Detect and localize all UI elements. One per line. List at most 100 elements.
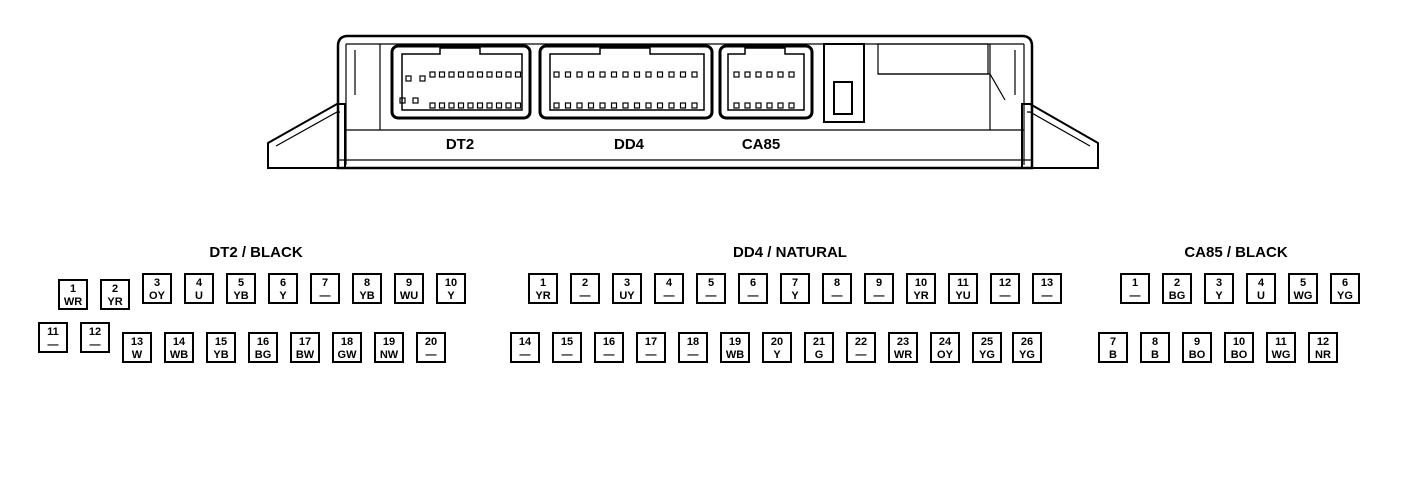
pin-number: 17	[644, 336, 658, 348]
wire-color: UY	[619, 290, 635, 302]
pin-number: 9	[405, 277, 413, 289]
pin-number: 8	[363, 277, 371, 289]
pin-number: 3	[153, 277, 161, 289]
pin-number: 10	[1232, 336, 1246, 348]
wire-color: Y	[1215, 290, 1223, 302]
pin-number: 24	[938, 336, 952, 348]
port-dd4	[538, 44, 714, 120]
wire-color: G	[814, 349, 824, 361]
dd4-pin-13: 13—	[1032, 273, 1062, 304]
pin-number: 12	[88, 326, 102, 338]
pin-number: 5	[707, 277, 715, 289]
pin-number: 17	[298, 336, 312, 348]
wire-color: WG	[1271, 349, 1291, 361]
pin-number: 19	[382, 336, 396, 348]
wire-color: W	[131, 349, 143, 361]
dd4-pin-9: 9—	[864, 273, 894, 304]
pin-number: 8	[833, 277, 841, 289]
wire-color: YU	[955, 290, 971, 302]
pin-number: 6	[749, 277, 757, 289]
wire-color: —	[89, 339, 101, 351]
dt2-pin-7: 7—	[310, 273, 340, 304]
pin-number: 6	[1341, 277, 1349, 289]
wire-color: —	[747, 290, 759, 302]
pin-number: 26	[1020, 336, 1034, 348]
pin-number: 14	[172, 336, 186, 348]
wire-color: WB	[725, 349, 745, 361]
wire-color: WG	[1293, 290, 1313, 302]
pin-number: 20	[424, 336, 438, 348]
pin-number: 7	[1109, 336, 1117, 348]
pin-number: 11	[47, 326, 59, 338]
wire-color: YR	[535, 290, 551, 302]
dt2-pin-20: 20—	[416, 332, 446, 363]
pin-number: 2	[1173, 277, 1181, 289]
wire-color: —	[47, 339, 59, 351]
pin-number: 7	[791, 277, 799, 289]
pin-number: 6	[279, 277, 287, 289]
wire-color: B	[1109, 349, 1117, 361]
wire-color: BW	[295, 349, 315, 361]
pin-number: 3	[623, 277, 631, 289]
wire-color: —	[425, 349, 437, 361]
dd4-heading: DD4 / NATURAL	[733, 244, 847, 261]
pin-number: 13	[1040, 277, 1054, 289]
pin-number: 14	[518, 336, 532, 348]
wire-color: U	[195, 290, 203, 302]
wire-color: U	[1257, 290, 1265, 302]
wire-color: —	[687, 349, 699, 361]
port-ca85	[718, 44, 814, 120]
pin-number: 10	[444, 277, 458, 289]
pin-number: 23	[896, 336, 910, 348]
pin-number: 7	[321, 277, 329, 289]
wire-color: NW	[379, 349, 399, 361]
dt2-pin-12: 12—	[80, 322, 110, 353]
wire-color: YB	[359, 290, 375, 302]
wire-color: GW	[337, 349, 357, 361]
ca85-heading: CA85 / BLACK	[1184, 244, 1288, 261]
pin-number: 5	[1299, 277, 1307, 289]
wire-color: YB	[233, 290, 249, 302]
wire-color: —	[873, 290, 885, 302]
dd4-pin-12: 12—	[990, 273, 1020, 304]
wire-color: WU	[399, 290, 419, 302]
dd4-pin-5: 5—	[696, 273, 726, 304]
wire-color: —	[1129, 290, 1141, 302]
wire-color: B	[1151, 349, 1159, 361]
dd4-pin-14: 14—	[510, 332, 540, 363]
wire-color: WB	[169, 349, 189, 361]
pin-number: 3	[1215, 277, 1223, 289]
right-mounting-flange	[1021, 103, 1099, 169]
wire-color: Y	[773, 349, 781, 361]
wire-color: —	[645, 349, 657, 361]
pin-number: 9	[875, 277, 883, 289]
wire-color: YG	[979, 349, 995, 361]
ca85-pin-1: 1—	[1120, 273, 1150, 304]
pin-number: 12	[1316, 336, 1330, 348]
wire-color: Y	[791, 290, 799, 302]
wire-color: —	[519, 349, 531, 361]
pin-number: 1	[539, 277, 547, 289]
wire-color: BG	[254, 349, 272, 361]
